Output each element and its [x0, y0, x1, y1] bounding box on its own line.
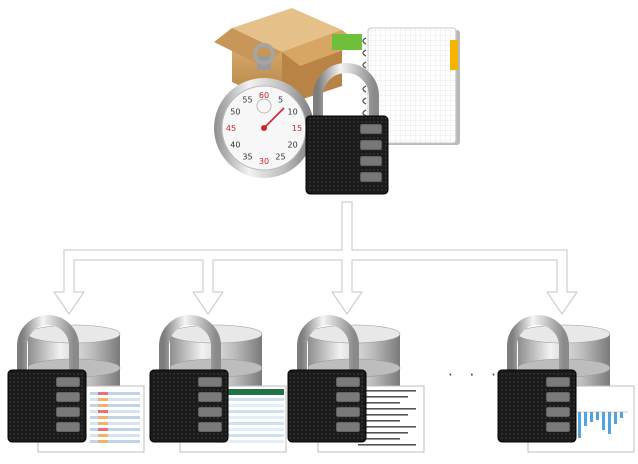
stopwatch-number: 25 [275, 153, 285, 162]
stopwatch-number: 10 [288, 108, 298, 117]
stopwatch-number: 55 [242, 95, 252, 104]
combination-lock-icon [497, 315, 577, 443]
child-node [497, 315, 635, 453]
connector-arrows [53, 201, 578, 315]
ellipsis: · · · [448, 366, 502, 384]
child-node [287, 315, 425, 453]
combination-lock-icon [287, 315, 367, 443]
stopwatch-number: 60 [259, 91, 269, 100]
stopwatch-number: 40 [230, 141, 240, 150]
stopwatch-number: 15 [292, 124, 302, 133]
stopwatch-number: 50 [230, 108, 240, 117]
combination-lock-icon [149, 315, 229, 443]
child-node [149, 315, 287, 453]
stopwatch-number: 5 [278, 95, 283, 104]
stopwatch-number: 45 [226, 124, 236, 133]
padlock-icon [305, 63, 389, 195]
stopwatch-number: 30 [259, 157, 269, 166]
combination-lock-icon [7, 315, 87, 443]
stopwatch-number: 35 [242, 153, 252, 162]
child-node [7, 315, 145, 453]
connector-tree [53, 201, 578, 315]
child-nodes [7, 315, 635, 453]
stopwatch-number: 20 [288, 141, 298, 150]
